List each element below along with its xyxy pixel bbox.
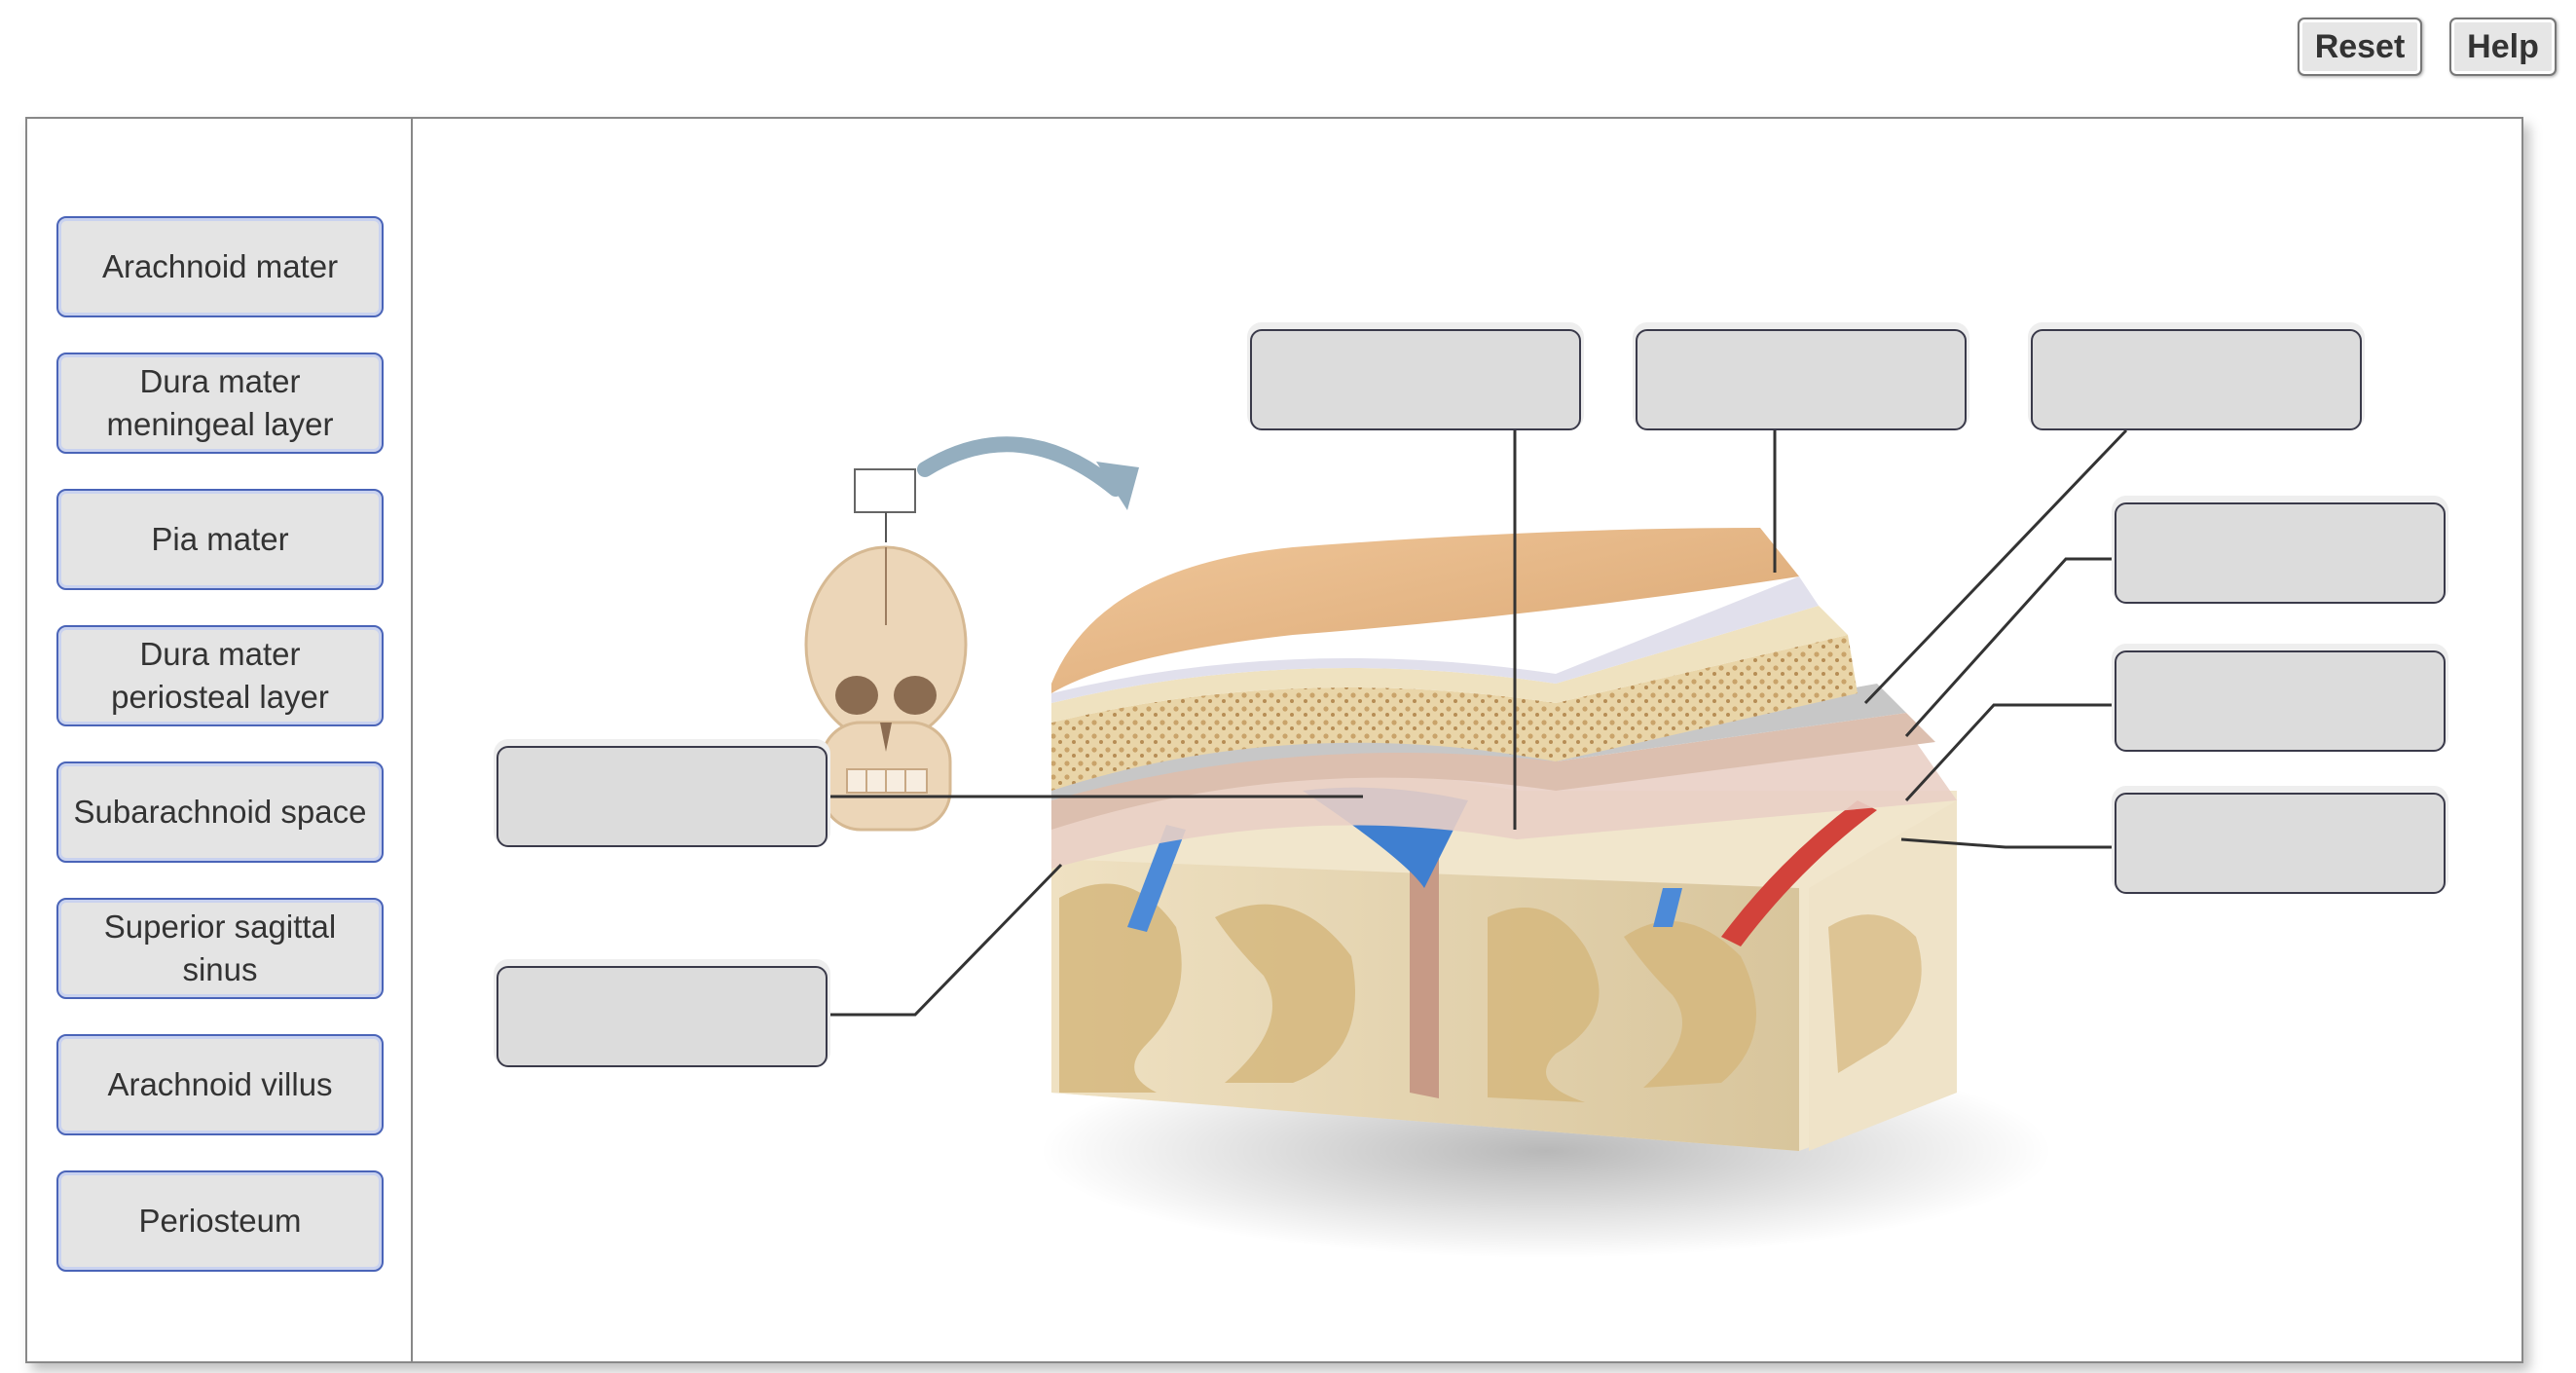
meninges-illustration — [804, 428, 2128, 1258]
drop-target-top-2[interactable] — [1636, 329, 1967, 430]
drop-target-top-1[interactable] — [1250, 329, 1581, 430]
label-chip-arachnoid-villus[interactable]: Arachnoid villus — [56, 1034, 384, 1135]
drop-target-left-2[interactable] — [497, 966, 828, 1067]
chip-text: Subarachnoid space — [73, 794, 367, 830]
drop-target-top-3[interactable] — [2031, 329, 2362, 430]
drop-target-right-2[interactable] — [2115, 650, 2446, 752]
drop-target-right-1[interactable] — [2115, 502, 2446, 604]
activity-frame: Arachnoid mater Dura mater meningeal lay… — [25, 117, 2523, 1363]
chip-text: Dura mater periosteal layer — [111, 636, 329, 715]
chip-text: Dura mater meningeal layer — [106, 363, 334, 442]
label-chip-pia-mater[interactable]: Pia mater — [56, 489, 384, 590]
reset-button[interactable]: Reset — [2298, 18, 2422, 76]
chip-text: Arachnoid villus — [107, 1066, 333, 1102]
brain-block — [1051, 771, 1957, 1151]
label-chip-dura-mater-meningeal-layer[interactable]: Dura mater meningeal layer — [56, 353, 384, 454]
chip-text: Periosteum — [138, 1203, 302, 1239]
label-chip-superior-sagittal-sinus[interactable]: Superior sagittal sinus — [56, 898, 384, 999]
chip-text: Arachnoid mater — [101, 248, 339, 284]
label-chip-arachnoid-mater[interactable]: Arachnoid mater — [56, 216, 384, 317]
arrow-icon — [917, 436, 1139, 510]
label-chip-periosteum[interactable]: Periosteum — [56, 1170, 384, 1272]
leader-lines — [828, 428, 2128, 1017]
label-bank: Arachnoid mater Dura mater meningeal lay… — [27, 119, 413, 1361]
help-button[interactable]: Help — [2449, 18, 2557, 76]
scalp-layer — [1051, 528, 1799, 693]
chip-text: Pia mater — [151, 521, 289, 557]
skull-thumbnail — [804, 468, 968, 832]
drop-target-right-3[interactable] — [2115, 793, 2446, 894]
chip-text: Superior sagittal sinus — [103, 909, 337, 987]
meninges-layers — [1051, 576, 1957, 869]
label-chip-dura-mater-periosteal-layer[interactable]: Dura mater periosteal layer — [56, 625, 384, 726]
label-chip-subarachnoid-space[interactable]: Subarachnoid space — [56, 761, 384, 863]
drop-target-left-1[interactable] — [497, 746, 828, 847]
